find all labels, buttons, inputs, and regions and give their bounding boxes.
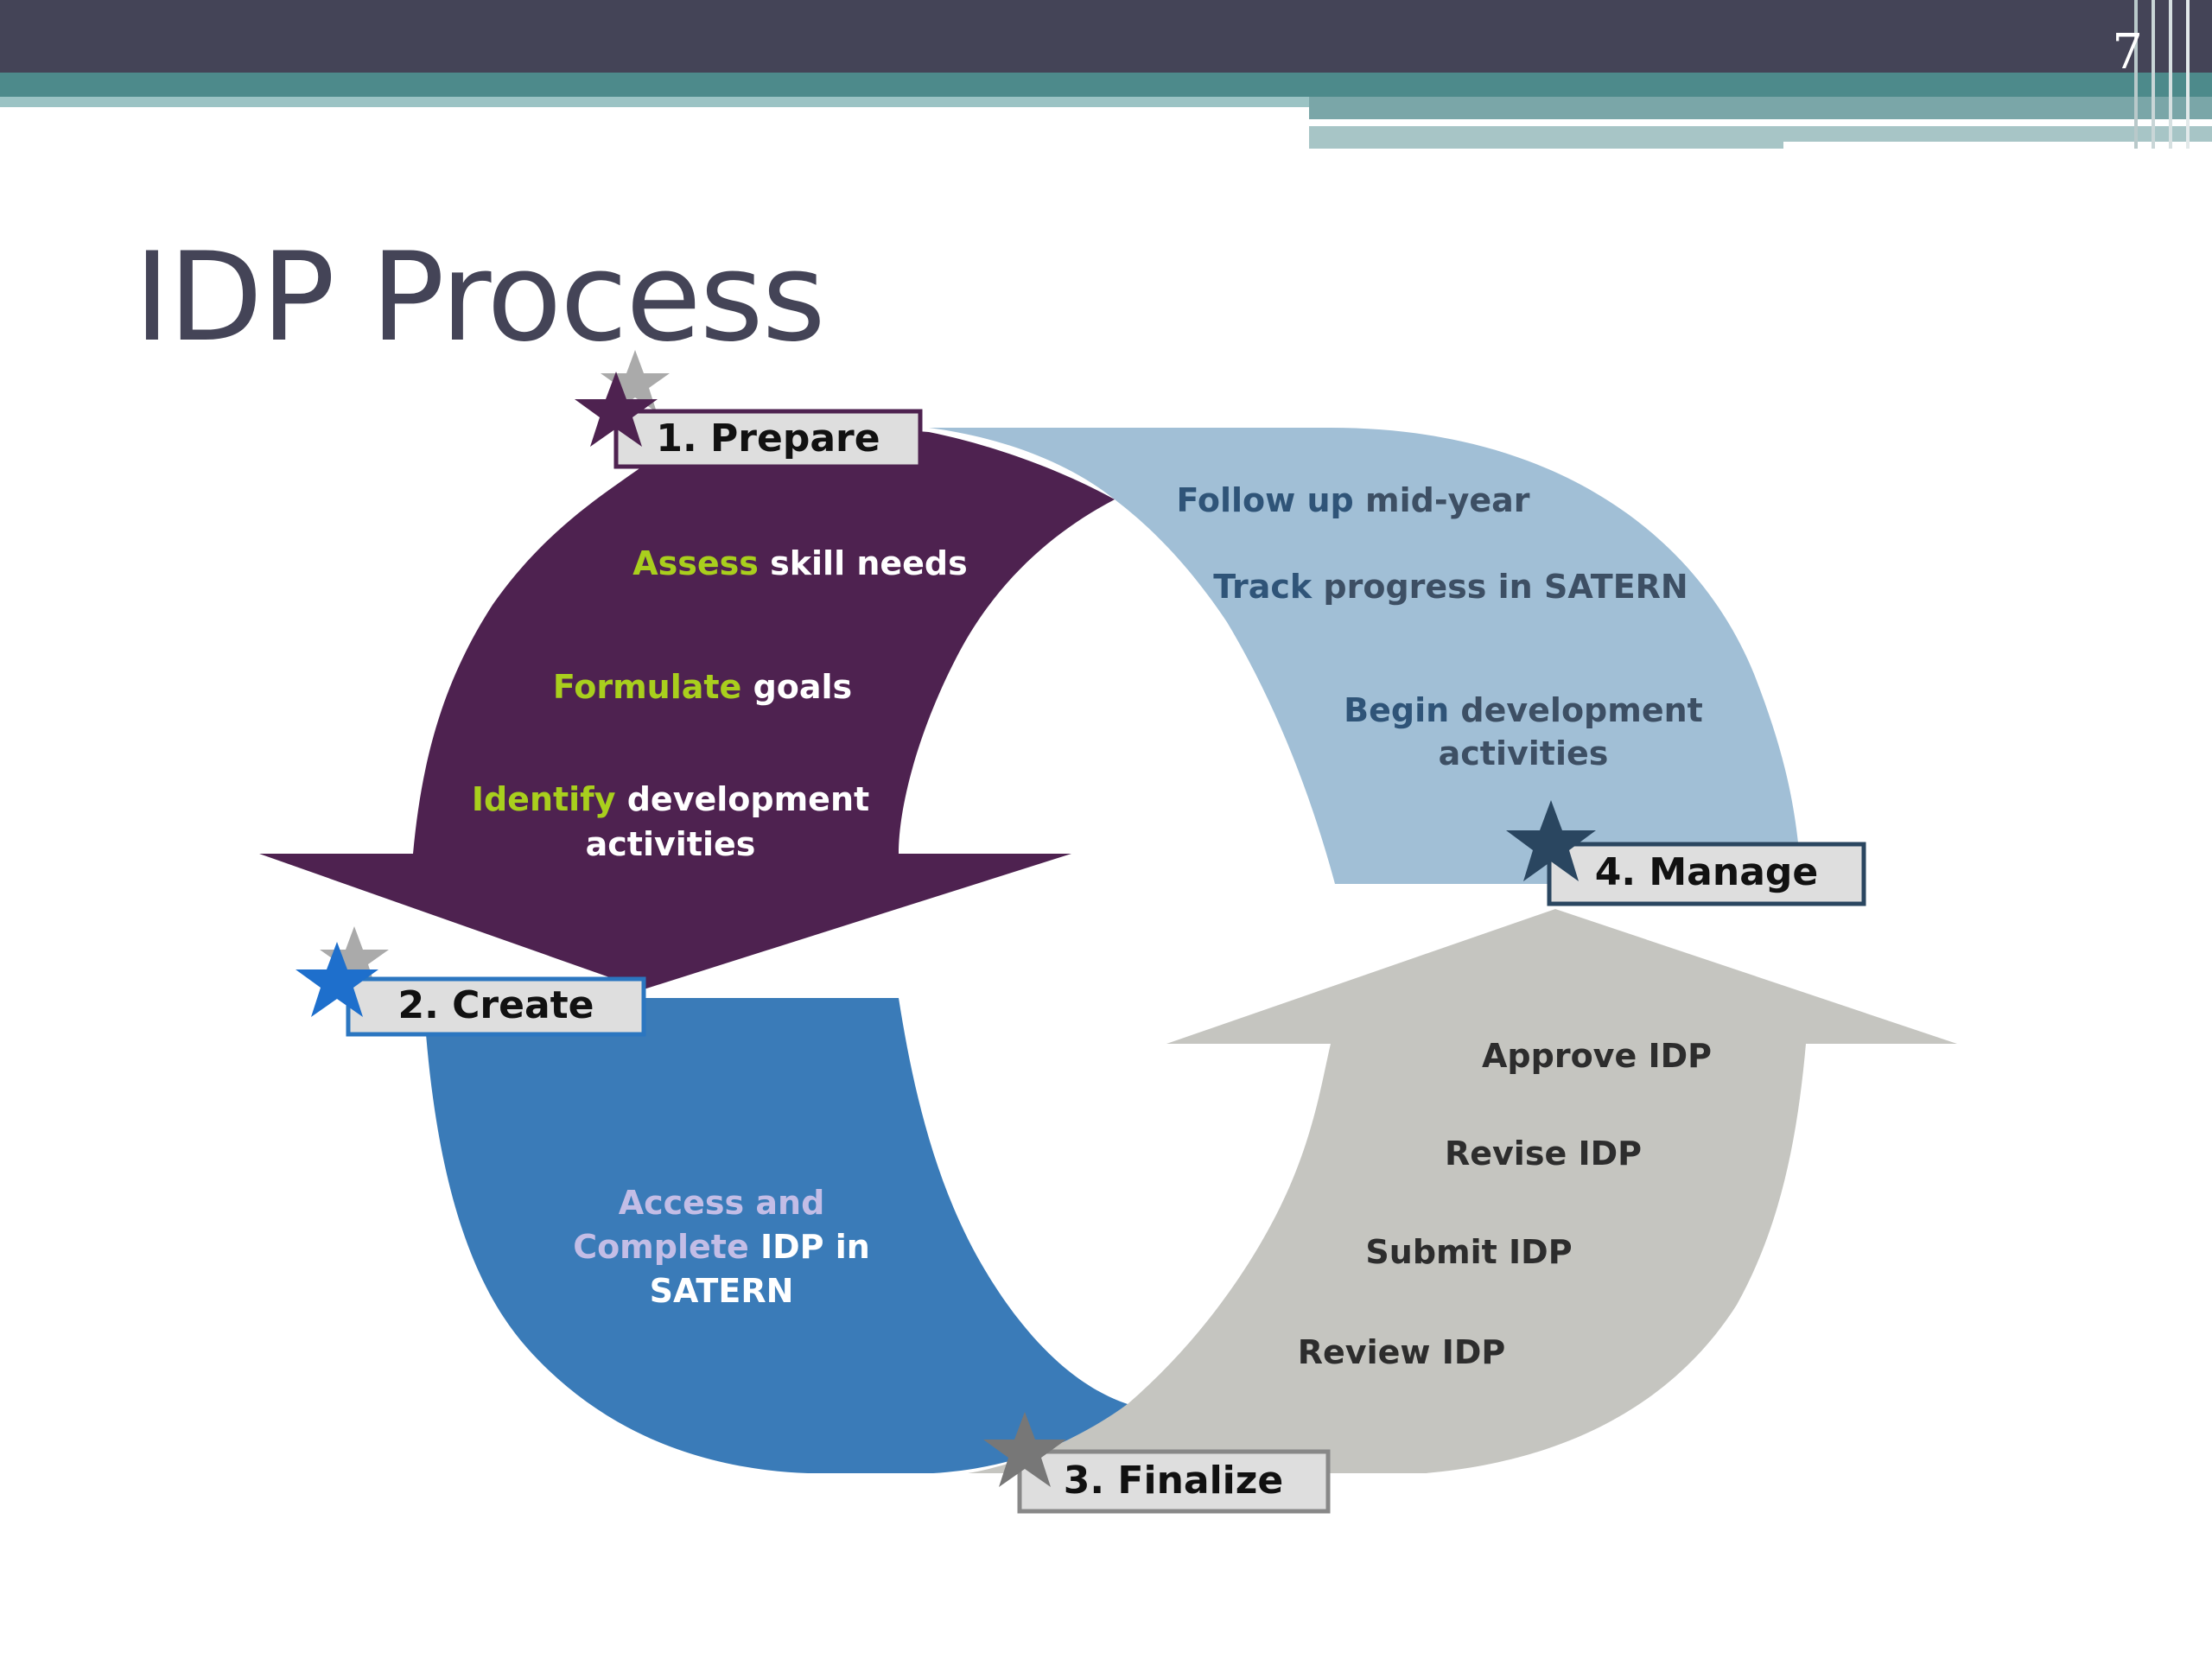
stage-label-prepare: 1. Prepare — [575, 350, 923, 469]
stage-label-manage-text: 4. Manage — [1595, 850, 1818, 894]
stage-label-finalize: 3. Finalize — [983, 1412, 1331, 1514]
create-shape — [423, 998, 1128, 1473]
finalize-item-submit: Submit IDP — [1365, 1233, 1572, 1271]
manage-item-track: Track progress in SATERN — [1213, 568, 1688, 606]
manage-item-follow-up: Follow up mid-year — [1176, 481, 1529, 519]
finalize-shape — [968, 909, 1957, 1473]
prepare-item-formulate: Formulate goals — [553, 668, 852, 706]
create-line-2: Complete IDP in — [573, 1228, 870, 1266]
create-line-3: SATERN — [650, 1272, 794, 1310]
header-right-line-short — [1783, 142, 2212, 149]
prepare-item-identify-line2: activities — [586, 825, 756, 863]
header-bar — [0, 0, 2212, 73]
stage-label-finalize-text: 3. Finalize — [1064, 1459, 1283, 1503]
finalize-item-review: Review IDP — [1298, 1333, 1505, 1371]
prepare-item-assess: Assess skill needs — [632, 544, 968, 582]
header-vertical-line — [2152, 0, 2155, 149]
manage-item-begin-line2: activities — [1439, 734, 1609, 772]
manage-shape — [929, 428, 1802, 884]
stage-label-create: 2. Create — [296, 926, 646, 1037]
finalize-item-approve: Approve IDP — [1482, 1037, 1712, 1075]
prepare-shape — [259, 428, 1115, 989]
page-title: IDP Process — [134, 226, 826, 369]
header-accent-stripe — [0, 97, 1309, 107]
header-accent-bar — [0, 73, 2212, 97]
header-right-band — [1309, 97, 2212, 119]
header-vertical-line — [2169, 0, 2172, 149]
stage-label-manage: 4. Manage — [1506, 800, 1866, 906]
star-icon — [320, 926, 389, 988]
header-right-line — [1309, 119, 2049, 126]
star-icon — [983, 1412, 1066, 1487]
star-icon — [296, 942, 378, 1017]
star-icon — [601, 350, 670, 412]
header-vertical-line — [2186, 0, 2190, 149]
header-vertical-line — [2134, 0, 2138, 149]
stage-label-create-text: 2. Create — [397, 983, 594, 1027]
stage-label-prepare-text: 1. Prepare — [656, 416, 880, 461]
star-icon — [1506, 800, 1596, 881]
finalize-item-revise: Revise IDP — [1445, 1135, 1642, 1173]
slide-number: 7 — [2112, 24, 2143, 80]
create-line-1: Access and — [619, 1184, 825, 1222]
star-icon — [575, 372, 658, 447]
manage-item-begin: Begin development — [1344, 691, 1703, 729]
prepare-item-identify: Identify development — [472, 780, 869, 818]
